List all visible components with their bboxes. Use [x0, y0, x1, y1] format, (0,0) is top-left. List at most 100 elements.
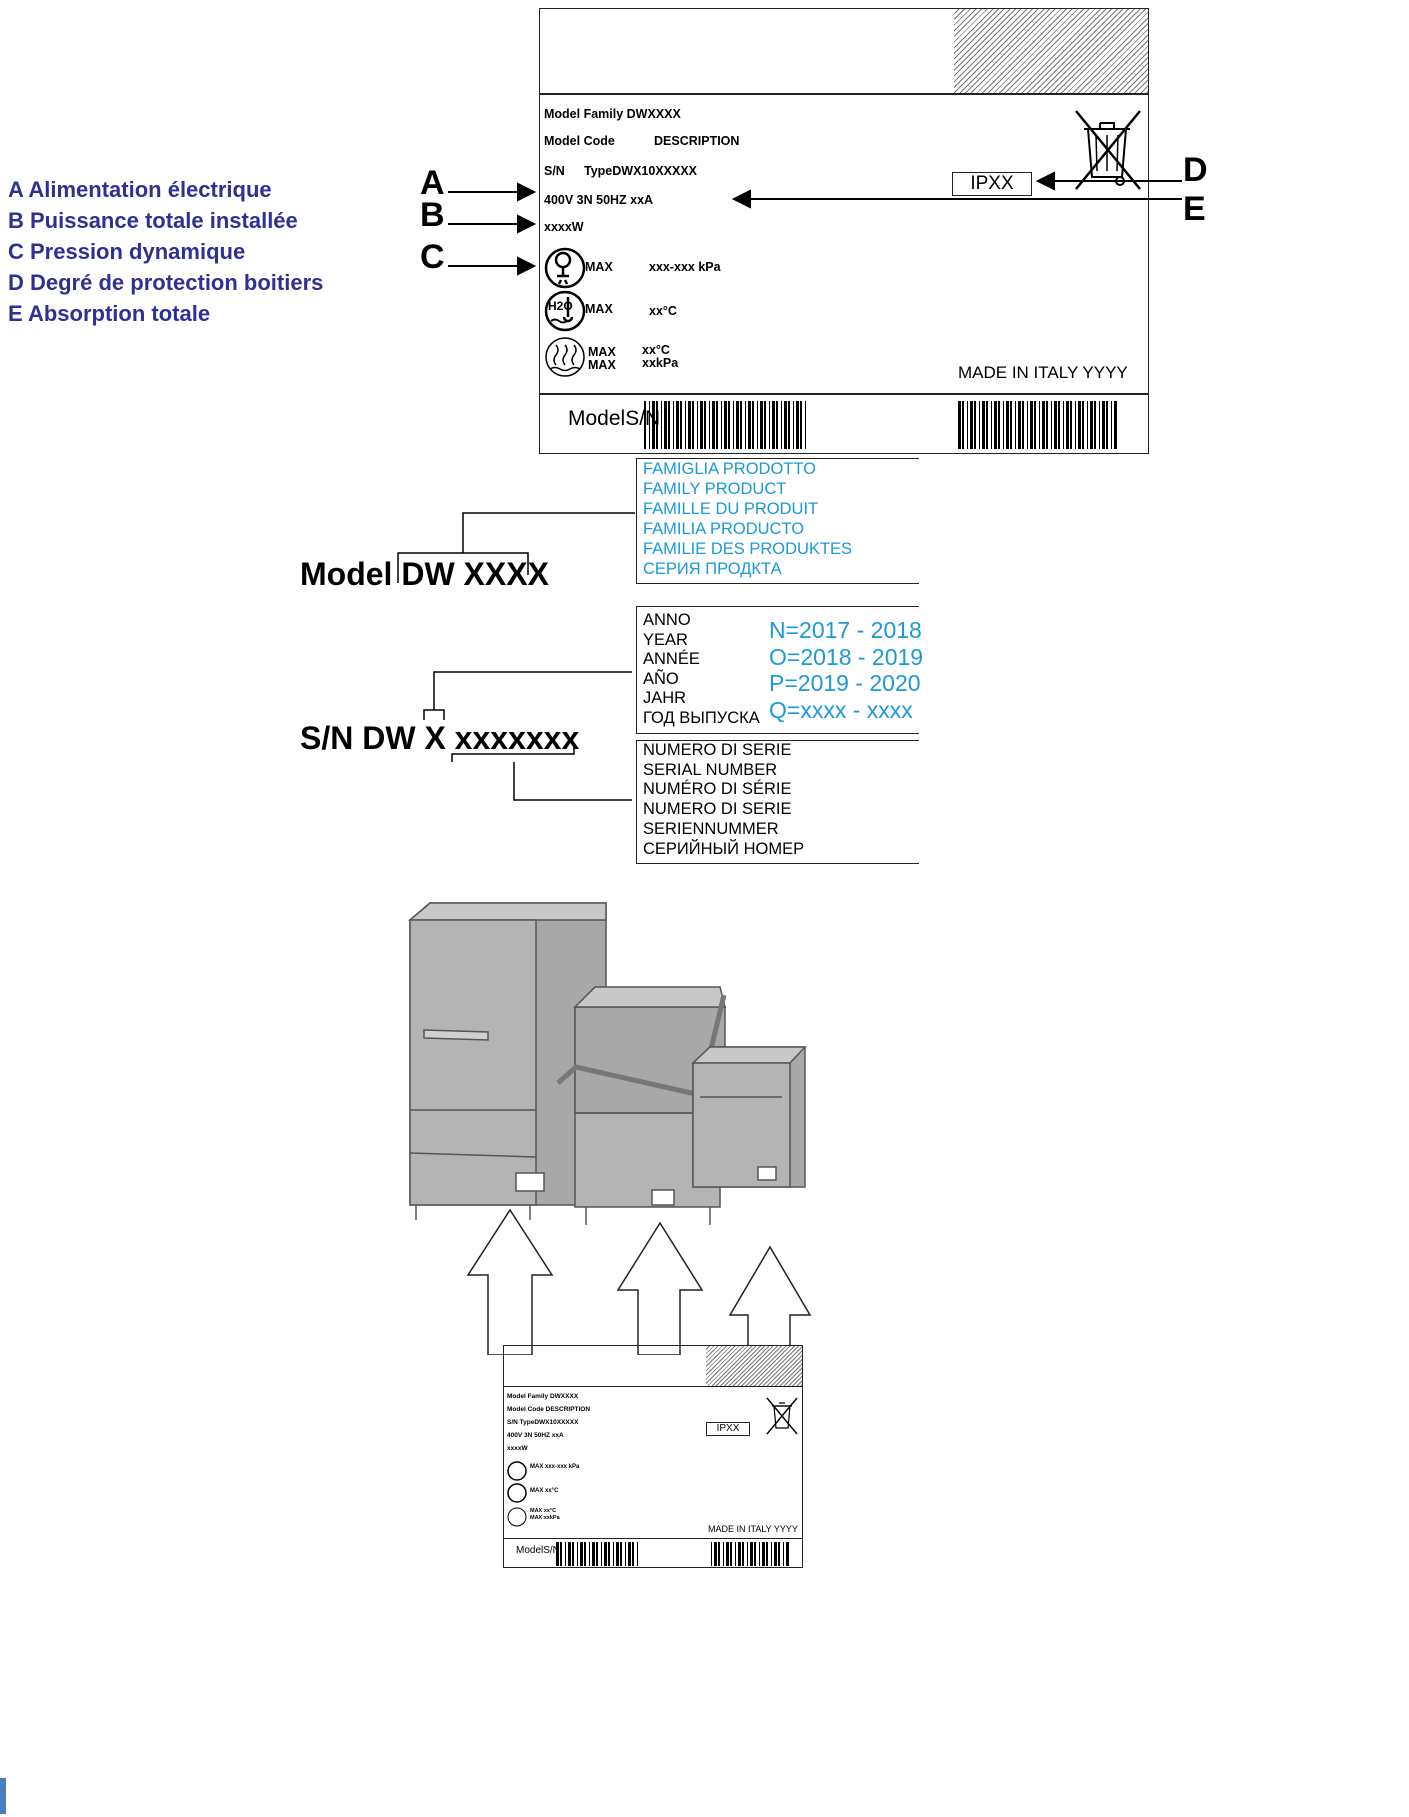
- small-plate-barcode-label: ModelS/N: [516, 1545, 560, 1556]
- barcode-bar: [1114, 401, 1117, 449]
- year-line: ANNO: [643, 611, 691, 629]
- small-plate-model-family: Model Family DWXXXX: [507, 1393, 579, 1400]
- serial-code-x: X: [424, 720, 446, 756]
- machine-2-plate-marker: [651, 1189, 675, 1206]
- plate-model-code-label: Model Code: [544, 134, 615, 148]
- year-label-list: ANNO YEAR ANNÉE AÑO JAHR ГОД ВЫПУСКА: [643, 611, 760, 728]
- barcode-bar: [584, 1542, 586, 1566]
- barcode-bar: [1102, 401, 1105, 449]
- barcode-bar: [668, 401, 670, 449]
- barcode-bar: [994, 401, 997, 449]
- plate-top-divider: [540, 93, 1148, 95]
- family-line: FAMIGLIA PRODOTTO: [643, 460, 816, 478]
- barcode-bar: [616, 1542, 619, 1566]
- small-plate-ip-rating: IPXX: [716, 1423, 740, 1434]
- barcode-bar: [1003, 401, 1004, 449]
- barcode-bar: [1087, 401, 1088, 449]
- barcode-bar: [1066, 401, 1069, 449]
- barcode-bar: [747, 1542, 748, 1566]
- year-line: AÑO: [643, 669, 679, 688]
- small-plate-barcode-left: [556, 1542, 638, 1566]
- barcode-bar: [613, 1542, 614, 1566]
- plate-steam-max-2: MAX: [588, 358, 616, 372]
- year-code-list: N=2017 - 2018 O=2018 - 2019 P=2019 - 202…: [769, 617, 923, 723]
- barcode-bar: [728, 401, 730, 449]
- small-rating-plate: Model Family DWXXXX Model Code DESCRIPTI…: [503, 1345, 803, 1568]
- serial-line: NUMERO DI SERIE: [643, 800, 792, 819]
- barcode-bar: [733, 401, 734, 449]
- h2o-label: H2O: [548, 299, 573, 313]
- year-code: P=2019 - 2020: [769, 670, 921, 696]
- callout-letter-d: D: [1183, 151, 1208, 189]
- barcode-bar: [736, 401, 739, 449]
- barcode-bar: [778, 1542, 780, 1566]
- barcode-bar: [1018, 401, 1021, 449]
- barcode-bar: [762, 1542, 765, 1566]
- barcode-bar: [986, 401, 988, 449]
- serial-line: NUMÉRO DI SÉRIE: [643, 780, 792, 799]
- barcode-bar: [759, 1542, 760, 1566]
- barcode-bar: [730, 1542, 732, 1566]
- callout-letter-b: B: [420, 196, 445, 234]
- serial-label-list: NUMERO DI SERIE SERIAL NUMBER NUMÉRO DI …: [637, 741, 919, 859]
- plate-sn-label: S/N: [544, 164, 565, 178]
- legend-item-c: C Pression dynamique: [8, 239, 246, 264]
- barcode-bar: [786, 1542, 789, 1566]
- barcode-bar: [781, 401, 782, 449]
- barcode-bar: [1006, 401, 1009, 449]
- barcode-bar: [592, 1542, 595, 1566]
- barcode-bar: [1015, 401, 1016, 449]
- barcode-bar: [692, 401, 694, 449]
- barcode-bar: [769, 401, 770, 449]
- barcode-bar: [1063, 401, 1064, 449]
- barcode-bar: [712, 401, 715, 449]
- year-line: ANNÉE: [643, 650, 700, 668]
- barcode-bar: [1090, 401, 1093, 449]
- model-code-dw: DW XXXX: [401, 556, 549, 592]
- family-line: FAMILIA PRODUCTO: [643, 520, 805, 538]
- model-code-model: Model: [300, 556, 402, 592]
- barcode-bar: [800, 401, 802, 449]
- barcode-bar: [714, 1542, 717, 1566]
- year-box: ANNO YEAR ANNÉE AÑO JAHR ГОД ВЫПУСКА N=2…: [636, 606, 923, 734]
- callout-letter-c: C: [420, 238, 445, 276]
- barcode-bar: [750, 1542, 753, 1566]
- barcode-bar: [771, 1542, 772, 1566]
- barcode-bar: [1078, 401, 1081, 449]
- barcode-bar: [774, 1542, 777, 1566]
- small-plate-icons: [507, 1461, 527, 1527]
- small-plate-pressure: MAX xxx-xxx kPa: [530, 1464, 580, 1470]
- barcode-bar: [718, 1542, 720, 1566]
- serial-code-connector: [423, 671, 632, 801]
- barcode-bar: [738, 1542, 741, 1566]
- plate-steam-value-2: xxkPa: [642, 356, 679, 370]
- year-code: O=2018 - 2019: [769, 643, 924, 670]
- barcode-bar: [1027, 401, 1028, 449]
- barcode-bar: [783, 1542, 784, 1566]
- barcode-bar: [601, 1542, 602, 1566]
- barcode-bar: [680, 401, 682, 449]
- small-plate-barcode-right: [711, 1542, 789, 1566]
- small-plate-model-code: Model Code DESCRIPTION: [507, 1406, 591, 1413]
- barcode-bar: [967, 401, 968, 449]
- barcode-bar: [625, 1542, 626, 1566]
- small-plate-weee-bin-icon: [766, 1397, 798, 1435]
- barcode-bar: [661, 401, 662, 449]
- barcode-bar: [604, 1542, 607, 1566]
- plate-hatch-area: [954, 9, 1148, 95]
- barcode-bar: [628, 1542, 631, 1566]
- plate-water-temp-value: xx°C: [649, 304, 677, 318]
- plate-pressure-max: MAX: [585, 260, 613, 274]
- barcode-bar: [726, 1542, 729, 1566]
- barcode-bar: [793, 401, 794, 449]
- barcode-bar: [1046, 401, 1048, 449]
- small-plate-bottom-divider: [504, 1538, 802, 1540]
- machine-1-plate-marker: [515, 1172, 545, 1192]
- barcode-bar: [991, 401, 992, 449]
- barcode-bar: [776, 401, 778, 449]
- plate-sn-value: TypeDWX10XXXXX: [584, 164, 698, 178]
- barcode-bar: [974, 401, 976, 449]
- barcode-bar: [970, 401, 973, 449]
- barcode-bar: [577, 1542, 578, 1566]
- barcode-bar: [664, 401, 667, 449]
